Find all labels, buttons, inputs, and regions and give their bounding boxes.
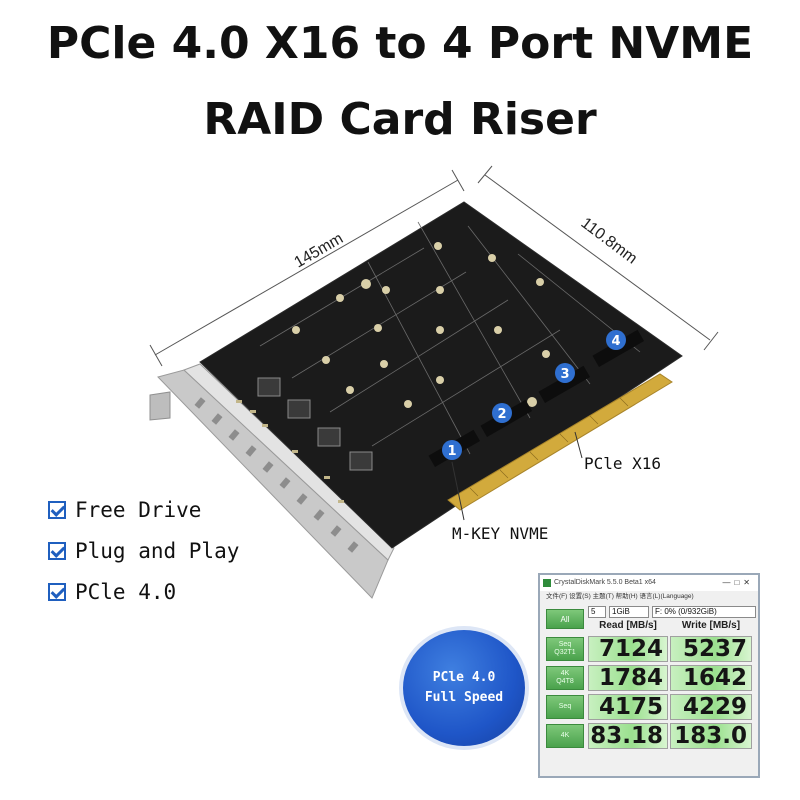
read-value-seq-q32t1: 7124 [588,636,668,662]
slot-2-label: 2 [497,407,506,422]
size-select[interactable]: 1GiB [609,606,649,618]
pcie-edge-connector [447,373,673,511]
cdm-window-title: CrystalDiskMark 5.5.0 Beta1 x64 [554,579,656,586]
feature-item-plug-and-play: Plug and Play [48,539,239,563]
write-header: Write [MB/s] [681,620,741,631]
write-value-seq-q32t1: 5237 [670,636,752,662]
write-value-4k-q4t8: 1642 [670,665,752,691]
m-key-nvme-callout: M-KEY NVME [452,524,549,543]
pcie-leader [574,431,583,459]
checkbox-checked-icon [48,542,66,560]
title-line-2: RAID Card Riser [203,94,597,145]
row-label: 4K [560,670,570,677]
read-value-4k: 83.18 [588,723,668,749]
feature-label: Free Drive [75,498,202,522]
slot-1-label: 1 [447,444,456,459]
crystaldiskmark-window: CrystalDiskMark 5.5.0 Beta1 x64 —□✕ 文件(F… [538,573,760,778]
checkbox-checked-icon [48,501,66,519]
inductors [257,377,373,471]
slot-number-badges [442,330,626,460]
row-sublabel: Q32T1 [554,649,576,656]
pci-bracket [149,363,395,599]
write-value-4k: 183.0 [670,723,752,749]
width-dimension: 110.8mm [578,215,641,268]
dimension-lines [149,165,719,367]
seq-q32t1-button[interactable]: Seq Q32T1 [546,637,584,661]
smd-components [236,400,344,503]
slot-4-label: 4 [611,334,620,349]
row-label: 4K [560,732,570,739]
drive-select[interactable]: F: 0% (0/932GiB) [652,606,756,618]
row-label: Seq [558,641,572,648]
badge-line-2: Full Speed [424,690,504,705]
slot-3-label: 3 [560,367,569,382]
feature-item-pcie-4: PCle 4.0 [48,580,176,604]
badge-line-1: PCle 4.0 [432,670,496,685]
row-label: Seq [558,703,572,710]
pcb-board [199,201,683,549]
title-line-1: PCle 4.0 X16 to 4 Port NVME [46,18,754,69]
4k-button[interactable]: 4K [546,724,584,748]
row-sublabel: Q4T8 [556,678,574,685]
mkey-leader [451,461,465,521]
all-button[interactable]: All [546,609,584,629]
full-speed-badge: PCle 4.0 Full Speed [403,630,525,746]
count-select[interactable]: 5 [588,606,606,618]
pcie-x16-callout: PCle X16 [584,454,662,473]
cdm-menubar[interactable]: 文件(F) 设置(S) 主题(T) 帮助(H) 语言(L)(Language) [546,593,694,600]
checkbox-checked-icon [48,583,66,601]
length-dimension: 145mm [292,230,347,271]
feature-label: Plug and Play [75,539,240,563]
cdm-titlebar: CrystalDiskMark 5.5.0 Beta1 x64 —□✕ [540,575,758,591]
write-value-seq: 4229 [670,694,752,720]
app-icon [543,579,551,587]
read-value-seq: 4175 [588,694,668,720]
pcie-fingers [469,397,629,497]
seq-button[interactable]: Seq [546,695,584,719]
feature-item-free-drive: Free Drive [48,498,201,522]
product-photo: 145mm 110.8mm [149,165,719,599]
feature-label: PCle 4.0 [75,580,177,604]
read-value-4k-q4t8: 1784 [588,665,668,691]
4k-q4t8-button[interactable]: 4K Q4T8 [546,666,584,690]
window-controls[interactable]: —□✕ [722,578,754,587]
read-header: Read [MB/s] [599,620,657,631]
